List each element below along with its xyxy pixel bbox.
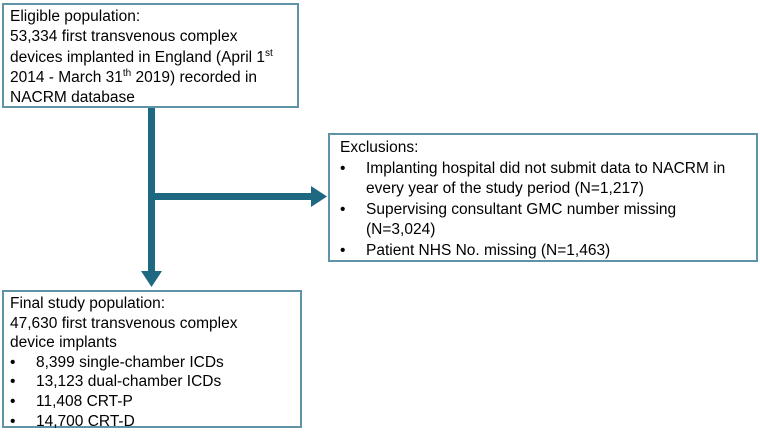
final-title: Final study population: xyxy=(10,295,166,312)
final-item: • 8,399 single-chamber ICDs xyxy=(10,353,296,373)
eligible-line: NACRM database xyxy=(10,89,135,107)
arrow-head-down-icon xyxy=(141,271,162,287)
bullet-icon: • xyxy=(10,373,16,391)
eligible-title: Eligible population: xyxy=(10,8,141,25)
eligible-line-text: 2014 - March 31 xyxy=(10,68,123,86)
bullet-icon: • xyxy=(340,200,346,218)
eligible-line-text: devices implanted in England (April 1 xyxy=(10,48,266,66)
bullet-icon: • xyxy=(340,241,346,259)
final-item: • 11,408 CRT-P xyxy=(10,392,296,412)
final-item: • 13,123 dual-chamber ICDs xyxy=(10,372,296,392)
bullet-icon: • xyxy=(340,159,346,177)
exclusion-item-text: Implanting hospital did not submit data … xyxy=(366,159,726,198)
exclusion-item-text: Supervising consultant GMC number missin… xyxy=(366,200,677,239)
final-line: 47,630 first transvenous complex xyxy=(10,314,238,332)
exclusions-title: Exclusions: xyxy=(340,139,419,156)
final-item-text: 14,700 CRT-D xyxy=(36,412,135,430)
final-item: • 14,700 CRT-D xyxy=(10,412,296,432)
arrow-line-vertical xyxy=(148,107,155,272)
exclusions-box: Exclusions: • Implanting hospital did no… xyxy=(328,133,758,262)
eligible-population-box: Eligible population: 53,334 first transv… xyxy=(2,3,299,108)
final-item-text: 13,123 dual-chamber ICDs xyxy=(36,373,222,391)
final-line: device implants xyxy=(10,334,117,352)
final-population-box: Final study population: 47,630 first tra… xyxy=(2,290,302,430)
exclusion-item: • Supervising consultant GMC number miss… xyxy=(340,200,750,241)
bullet-icon: • xyxy=(10,392,16,410)
eligible-line: 2014 - March 31th 2019) recorded in xyxy=(10,68,293,88)
exclusion-item-text: Patient NHS No. missing (N=1,463) xyxy=(366,241,611,259)
arrow-head-right-icon xyxy=(311,186,327,207)
final-item-text: 8,399 single-chamber ICDs xyxy=(36,353,224,371)
ordinal-superscript: th xyxy=(122,67,132,79)
bullet-icon: • xyxy=(10,353,16,371)
bullet-icon: • xyxy=(10,412,16,430)
arrow-line-horizontal xyxy=(148,193,312,200)
eligible-line: devices implanted in England (April 1st xyxy=(10,48,293,68)
exclusion-item: • Patient NHS No. missing (N=1,463) xyxy=(340,241,750,262)
final-item-text: 11,408 CRT-P xyxy=(36,392,133,410)
eligible-line-text: 2019) recorded in xyxy=(131,68,258,86)
eligible-line: 53,334 first transvenous complex xyxy=(10,28,238,46)
exclusion-item: • Implanting hospital did not submit dat… xyxy=(340,159,750,200)
ordinal-superscript: st xyxy=(265,47,273,59)
